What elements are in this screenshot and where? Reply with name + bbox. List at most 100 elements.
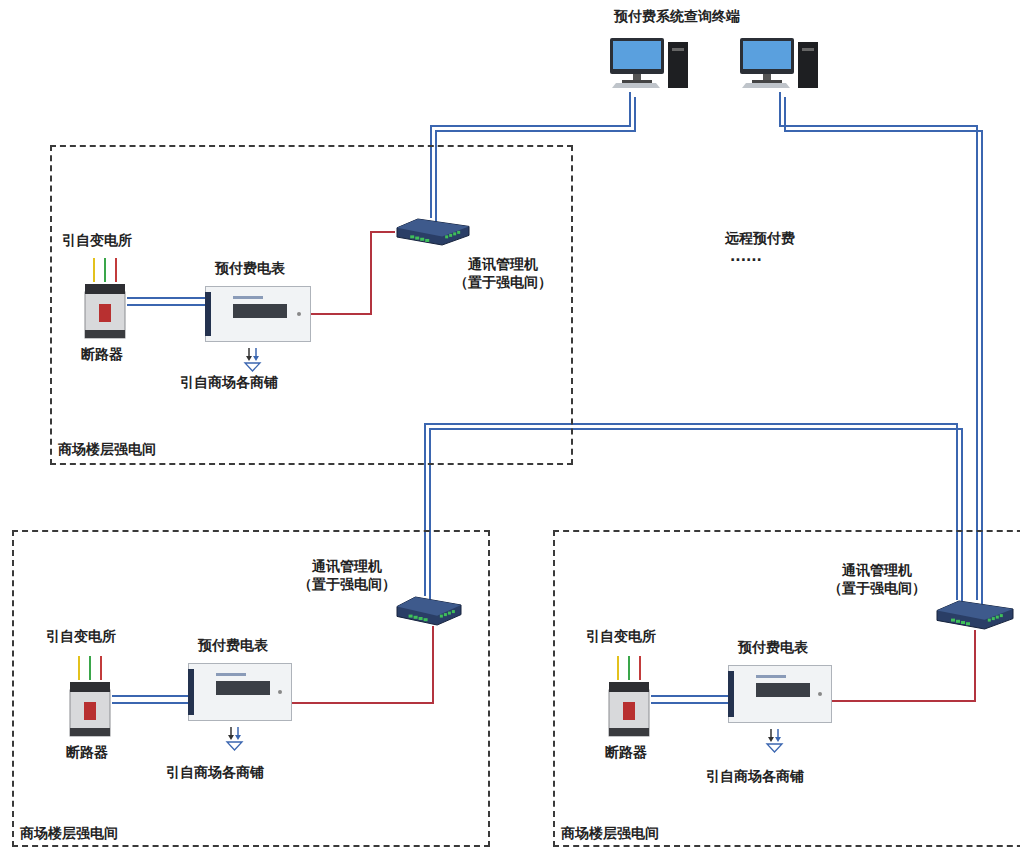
breaker-toggle (99, 304, 111, 322)
connector-line (430, 429, 962, 605)
connector-line (112, 702, 188, 704)
brk-node: 断路器 (68, 680, 112, 738)
comm-node: 通讯管理机 （置于强电间） (395, 596, 463, 626)
connector-line (127, 304, 205, 306)
terminal-block (440, 615, 443, 618)
pc-tower (668, 42, 688, 88)
free-label: 引自商场各商铺 (166, 764, 264, 782)
terminal-block (961, 621, 965, 624)
free-label: 远程预付费 (725, 230, 795, 248)
monitor-base (752, 80, 782, 83)
terminal-block (1000, 614, 1003, 617)
breaker-terminals (85, 284, 125, 294)
outgoing-arrow (775, 737, 781, 742)
node-label: 预付费系统查询终端 (614, 8, 740, 26)
terminal-block (424, 618, 428, 621)
comm-illustration (395, 218, 471, 246)
meter-nameplate (216, 673, 246, 676)
breaker-toggle (623, 702, 635, 720)
meter-led (297, 312, 301, 316)
meter-nameplate (756, 675, 786, 678)
breaker-terminals (70, 682, 110, 692)
pc-tower (798, 42, 818, 88)
terminal-block (992, 617, 995, 620)
comm-node: 通讯管理机 （置于强电间） (935, 600, 1015, 630)
phase-wire (617, 656, 619, 680)
comm-illustration (395, 596, 463, 626)
terminal-block (966, 622, 970, 625)
free-label: 引自变电所 (62, 232, 132, 250)
comm-device-body (397, 219, 469, 245)
load-symbol (227, 742, 242, 750)
connector-line (832, 630, 975, 701)
connector (292, 626, 433, 703)
connector (425, 424, 962, 605)
connector (311, 232, 395, 314)
terminal-block (457, 231, 460, 234)
node-label: 断路器 (605, 744, 647, 762)
phase-wire (104, 258, 106, 282)
connector-line (127, 297, 205, 299)
brk-node: 断路器 (83, 282, 127, 340)
terminal-block (444, 613, 447, 616)
node-label: 断路器 (66, 744, 108, 762)
screen (743, 41, 791, 69)
meter-display (216, 681, 270, 695)
meter-nameplate (233, 296, 263, 299)
connector (651, 696, 728, 703)
terminal-block (445, 235, 448, 238)
node-label: 商场楼层强电间 (20, 825, 118, 843)
brk-illustration (83, 282, 127, 340)
outgoing-arrow (253, 356, 259, 361)
monitor-base (622, 80, 652, 83)
brk-illustration (607, 680, 651, 738)
meter-body (206, 287, 311, 342)
meter-display (756, 683, 810, 697)
connector-line (785, 97, 982, 605)
meter-illustration (728, 665, 832, 723)
meter-body (189, 664, 292, 721)
meter-illustration (188, 663, 292, 721)
free-label: 引自商场各商铺 (180, 374, 278, 392)
terminal-block (453, 232, 456, 235)
terminal-block (996, 616, 999, 619)
brk-node: 断路器 (607, 680, 651, 738)
monitor-stand (763, 74, 771, 80)
meter-illustration (205, 286, 311, 342)
free-label: 引自商场各商铺 (706, 768, 804, 786)
meter-side (205, 292, 211, 336)
meter-node: 预付费电表 (188, 663, 292, 721)
node-label: 预付费电表 (198, 637, 268, 655)
terminal-block (415, 237, 419, 240)
keyboard (742, 83, 790, 88)
connector-line (780, 92, 977, 600)
comm-illustration (935, 600, 1015, 630)
room-region: 商场楼层强电间断路器预付费电表通讯管理机 （置于强电间） (553, 530, 1020, 847)
monitor-stand (633, 74, 641, 80)
outgoing-arrow (246, 356, 252, 361)
node-label: 商场楼层强电间 (561, 825, 659, 843)
terminal-block (449, 234, 452, 237)
connector-line (311, 232, 395, 314)
monitor (740, 38, 794, 74)
load-symbol (245, 363, 260, 371)
term-node: 预付费系统查询终端 (600, 36, 830, 92)
terminal-block (419, 617, 423, 620)
connector-line (425, 424, 957, 600)
meter-side (188, 669, 194, 715)
connector-line (651, 695, 728, 697)
outgoing-arrow (768, 737, 774, 742)
comm-device-body (397, 597, 461, 625)
phase-wire (639, 656, 641, 680)
phase-wire (78, 656, 80, 680)
connector-line (431, 92, 630, 218)
breaker-toggle (84, 702, 96, 720)
meter-side (728, 671, 734, 717)
connector-line (436, 97, 635, 223)
comm-device-top (397, 597, 461, 616)
terminal-block (988, 619, 991, 622)
connector-line (292, 626, 433, 703)
